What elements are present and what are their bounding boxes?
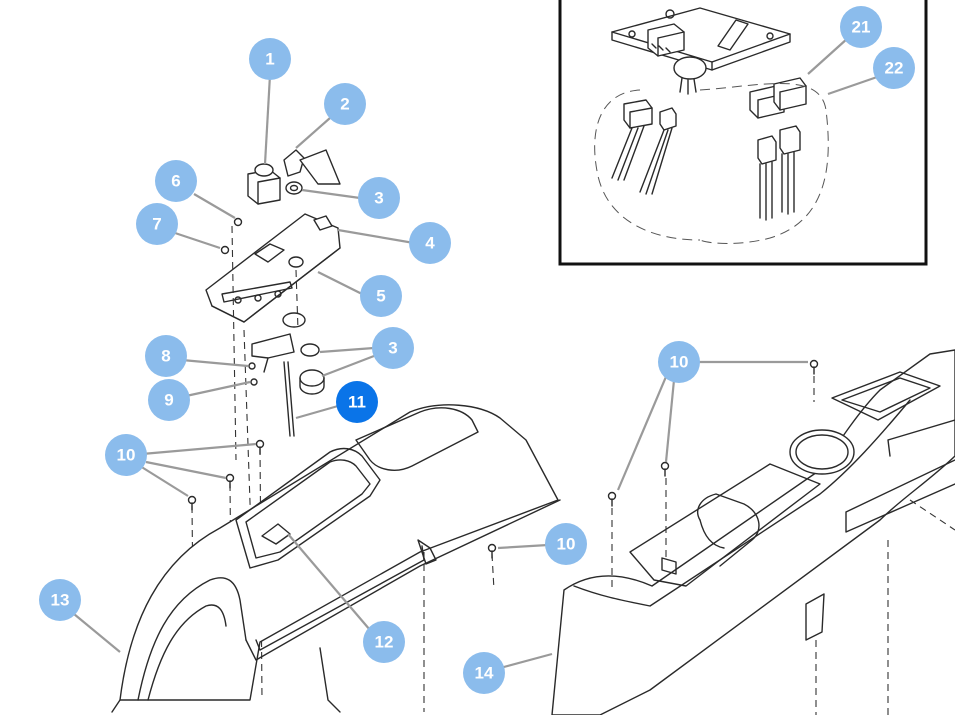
- callout-badge: [873, 47, 915, 89]
- callout-10-right[interactable]: 10: [658, 341, 700, 383]
- callout-label: 6: [171, 172, 180, 191]
- callout-label: 14: [475, 664, 494, 683]
- callout-6[interactable]: 6: [155, 160, 197, 202]
- callout-label: 2: [340, 95, 349, 114]
- callout-badge: [545, 523, 587, 565]
- callout-badge: [840, 6, 882, 48]
- callout-label: 3: [388, 339, 397, 358]
- callout-22[interactable]: 22: [873, 47, 915, 89]
- callout-11[interactable]: 11: [336, 381, 378, 423]
- callout-badge: [372, 327, 414, 369]
- callout-badge: [658, 341, 700, 383]
- right-console-assembly: [551, 349, 955, 715]
- callout-badge: [105, 434, 147, 476]
- callout-label: 9: [164, 391, 173, 410]
- callout-badge: [336, 381, 378, 423]
- leader-lines: [73, 37, 881, 670]
- callout-label: 10: [670, 353, 689, 372]
- callout-badge: [358, 177, 400, 219]
- callout-label: 11: [348, 393, 366, 412]
- left-console-assembly: [111, 149, 561, 713]
- callout-badge: [409, 222, 451, 264]
- callout-10-left[interactable]: 10: [105, 434, 147, 476]
- callout-10-middle[interactable]: 10: [545, 523, 587, 565]
- callout-5[interactable]: 5: [360, 275, 402, 317]
- callout-badge: [39, 579, 81, 621]
- callout-badge: [136, 203, 178, 245]
- callout-label: 10: [117, 446, 136, 465]
- callout-label: 7: [152, 215, 161, 234]
- callout-4[interactable]: 4: [409, 222, 451, 264]
- callout-label: 22: [885, 59, 904, 78]
- callout-badge: [363, 621, 405, 663]
- callout-label: 12: [375, 633, 394, 652]
- callout-label: 4: [425, 234, 435, 253]
- callout-label: 1: [265, 50, 274, 69]
- callout-badge: [463, 652, 505, 694]
- callout-7[interactable]: 7: [136, 203, 178, 245]
- callout-label: 3: [374, 189, 383, 208]
- callout-8[interactable]: 8: [145, 335, 187, 377]
- callout-3-lower[interactable]: 3: [372, 327, 414, 369]
- callout-12[interactable]: 12: [363, 621, 405, 663]
- callout-badge: [145, 335, 187, 377]
- callouts: 1 2 3 4 5 6 7 3 8 9 11 10 10 10 12 13 14…: [39, 6, 915, 694]
- callout-badge: [324, 83, 366, 125]
- callout-13[interactable]: 13: [39, 579, 81, 621]
- callout-label: 13: [51, 591, 70, 610]
- callout-1[interactable]: 1: [249, 38, 291, 80]
- callout-badge: [249, 38, 291, 80]
- callout-14[interactable]: 14: [463, 652, 505, 694]
- callout-21[interactable]: 21: [840, 6, 882, 48]
- callout-badge: [155, 160, 197, 202]
- callout-2[interactable]: 2: [324, 83, 366, 125]
- callout-9[interactable]: 9: [148, 379, 190, 421]
- callout-3-upper[interactable]: 3: [358, 177, 400, 219]
- callout-label: 5: [376, 287, 385, 306]
- callout-label: 10: [557, 535, 576, 554]
- callout-badge: [360, 275, 402, 317]
- callout-label: 21: [852, 18, 871, 37]
- callout-badge: [148, 379, 190, 421]
- callout-label: 8: [161, 347, 170, 366]
